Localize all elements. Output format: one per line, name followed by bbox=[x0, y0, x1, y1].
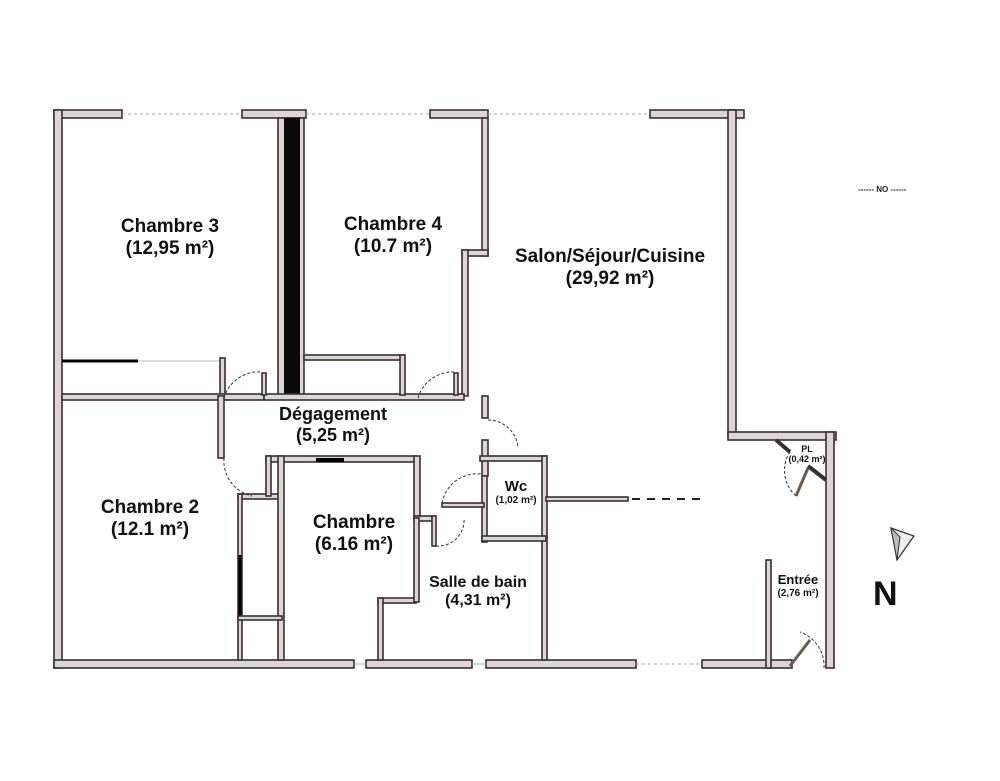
interior-walls bbox=[61, 117, 828, 669]
room-label-wc: Wc(1,02 m²) bbox=[495, 478, 537, 507]
outer-walls bbox=[53, 109, 837, 669]
room-label-chambre-3: Chambre 3(12,95 m²) bbox=[120, 216, 220, 259]
room-label-entree: Entrée(2,76 m²) bbox=[777, 572, 819, 599]
room-label-salon: Salon/Séjour/Cuisine(29,92 m²) bbox=[514, 246, 706, 289]
room-label-degagement: Dégagement(5,25 m²) bbox=[278, 404, 388, 445]
room-label-chambre-4: Chambre 4(10.7 m²) bbox=[343, 214, 443, 257]
orientation-label: ------ NO ------ bbox=[858, 185, 907, 194]
room-label-pl: PL(0,42 m²) bbox=[788, 444, 826, 465]
north-label: N bbox=[873, 575, 898, 613]
door-swings bbox=[223, 371, 825, 669]
door-leaves bbox=[788, 467, 812, 667]
room-label-chambre: Chambre(6.16 m²) bbox=[312, 512, 396, 555]
room-label-chambre-2: Chambre 2(12.1 m²) bbox=[100, 497, 200, 540]
room-label-salle-de-bain: Salle de bain(4,31 m²) bbox=[429, 574, 527, 610]
north-arrow-icon bbox=[890, 526, 915, 562]
